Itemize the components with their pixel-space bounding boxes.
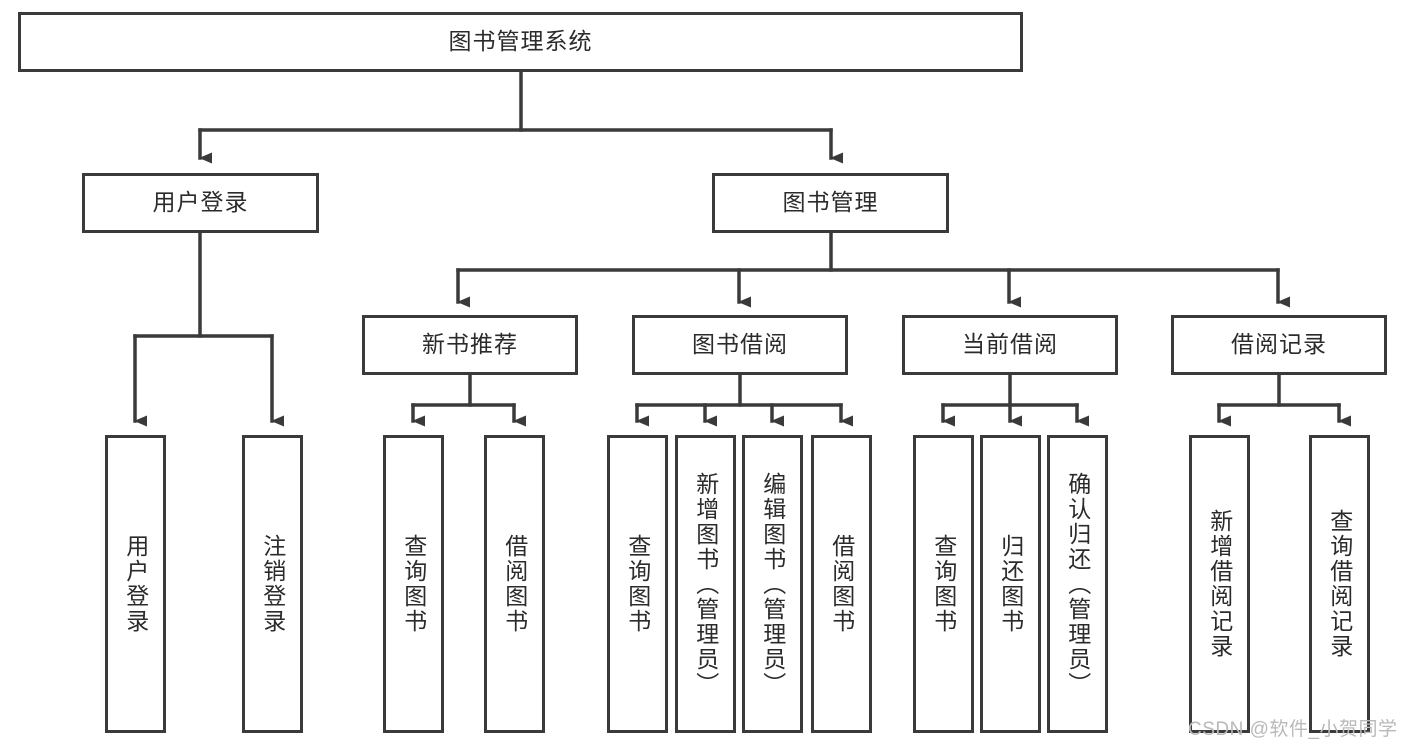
node-borrow-record[interactable]: 借阅记录 [1171, 315, 1387, 375]
node-label: 查询图书 [930, 534, 957, 634]
node-label: 查询借阅记录 [1326, 509, 1353, 659]
leaf-book-borrow-add-book-admin[interactable]: 新增图书（管理员） [675, 435, 736, 733]
leaf-borrow-record-query-record[interactable]: 查询借阅记录 [1309, 435, 1370, 733]
node-label: 图书管理系统 [448, 28, 593, 55]
leaf-user-login-logout[interactable]: 注销登录 [242, 435, 303, 733]
node-current-borrow[interactable]: 当前借阅 [902, 315, 1118, 375]
node-label: 用户登录 [152, 189, 249, 216]
node-book-borrow[interactable]: 图书借阅 [632, 315, 848, 375]
leaf-new-book-borrow-book[interactable]: 借阅图书 [484, 435, 545, 733]
leaf-book-borrow-query-book[interactable]: 查询图书 [607, 435, 668, 733]
node-book-management[interactable]: 图书管理 [712, 173, 949, 233]
leaf-borrow-record-add-record[interactable]: 新增借阅记录 [1189, 435, 1250, 733]
node-label: 图书借阅 [692, 331, 788, 358]
node-label: 用户登录 [122, 534, 149, 634]
node-user-login[interactable]: 用户登录 [82, 173, 319, 233]
leaf-book-borrow-borrow-book[interactable]: 借阅图书 [811, 435, 872, 733]
node-label: 归还图书 [997, 534, 1024, 634]
watermark-text: CSDN @软件_小贺同学 [1188, 719, 1398, 740]
node-label: 借阅图书 [501, 534, 528, 634]
node-label: 新增借阅记录 [1206, 509, 1233, 659]
node-label: 查询图书 [400, 534, 427, 634]
node-new-book-recommend[interactable]: 新书推荐 [362, 315, 578, 375]
leaf-current-borrow-return-book[interactable]: 归还图书 [980, 435, 1041, 733]
node-label: 借阅图书 [828, 534, 855, 634]
leaf-current-borrow-confirm-return-admin[interactable]: 确认归还（管理员） [1047, 435, 1108, 733]
node-label: 新增图书（管理员） [692, 471, 719, 697]
node-root-book-management-system[interactable]: 图书管理系统 [18, 12, 1023, 72]
leaf-new-book-query-book[interactable]: 查询图书 [383, 435, 444, 733]
leaf-current-borrow-query-book[interactable]: 查询图书 [913, 435, 974, 733]
node-label: 确认归还（管理员） [1064, 471, 1091, 697]
node-label: 图书管理 [782, 189, 879, 216]
node-label: 注销登录 [259, 534, 286, 634]
node-label: 编辑图书（管理员） [759, 471, 786, 697]
leaf-book-borrow-edit-book-admin[interactable]: 编辑图书（管理员） [742, 435, 803, 733]
node-label: 当前借阅 [962, 331, 1058, 358]
leaf-user-login-login[interactable]: 用户登录 [105, 435, 166, 733]
node-label: 查询图书 [624, 534, 651, 634]
node-label: 新书推荐 [422, 331, 518, 358]
node-label: 借阅记录 [1231, 331, 1327, 358]
